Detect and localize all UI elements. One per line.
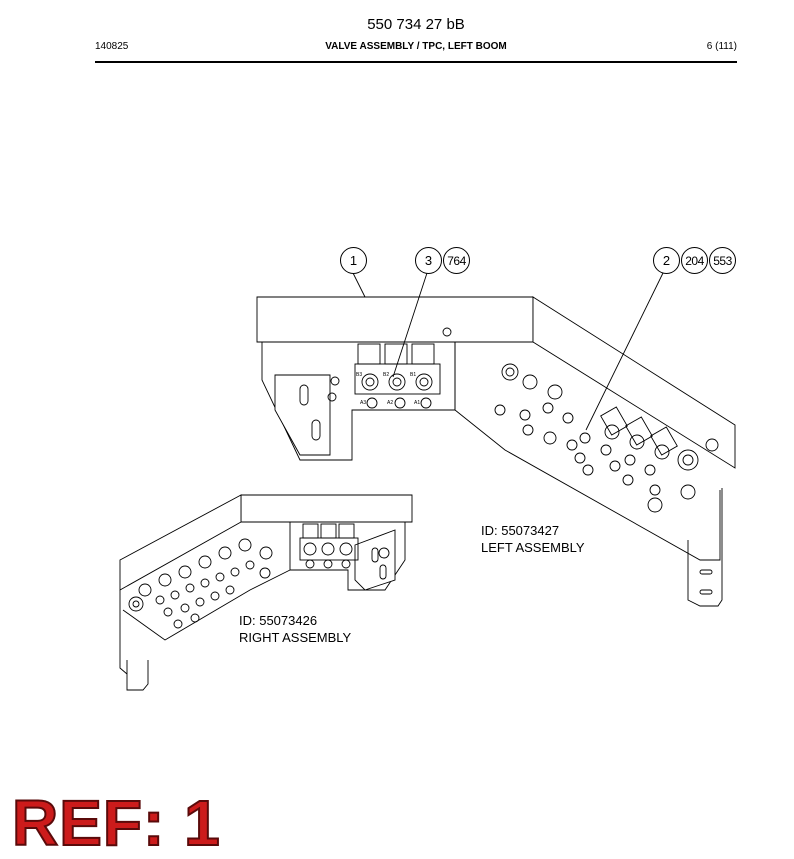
callout-3: 3 <box>415 247 442 274</box>
callout-2: 2 <box>653 247 680 274</box>
callout-553: 553 <box>709 247 736 274</box>
port-label-b2: B2 <box>383 372 390 378</box>
left-assembly-name: LEFT ASSEMBLY <box>481 540 585 555</box>
ref-stamp: REF: 1 <box>11 787 221 859</box>
callout-204: 204 <box>681 247 708 274</box>
left-assembly-label: ID: 55073427 LEFT ASSEMBLY <box>481 522 585 556</box>
left-assembly-id: ID: 55073427 <box>481 523 560 538</box>
callout-1: 1 <box>340 247 367 274</box>
right-assembly-name: RIGHT ASSEMBLY <box>239 630 352 645</box>
right-assembly-id: ID: 55073426 <box>239 613 318 628</box>
header-date: 140825 <box>95 41 129 52</box>
port-label-b1: B1 <box>410 372 417 378</box>
right-valve-bank <box>299 523 359 569</box>
page-title: VALVE ASSEMBLY / TPC, LEFT BOOM <box>325 41 507 52</box>
left-fittings <box>494 363 719 513</box>
port-label-a2: A2 <box>387 400 394 406</box>
page-number: 6 (111) <box>706 41 737 52</box>
left-assembly-drawing <box>256 272 736 607</box>
port-label-b3: B3 <box>356 372 363 378</box>
right-assembly-label: ID: 55073426 RIGHT ASSEMBLY <box>239 612 351 646</box>
callout-764: 764 <box>443 247 470 274</box>
port-label-a3: A3 <box>360 400 367 406</box>
left-valve-bank <box>327 343 441 409</box>
right-fittings <box>128 538 390 629</box>
header-rule <box>95 61 737 63</box>
port-label-a1: A1 <box>414 400 421 406</box>
right-assembly-drawing <box>119 494 413 691</box>
document-number: 550 734 27 bB <box>367 16 465 33</box>
